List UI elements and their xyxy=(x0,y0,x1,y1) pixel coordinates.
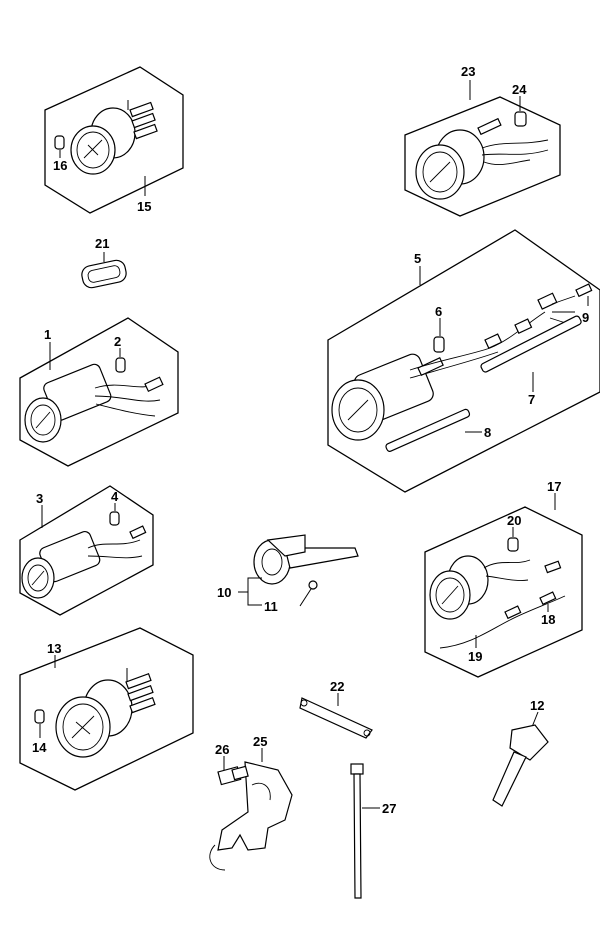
callout-2: 2 xyxy=(114,334,121,349)
strap-22 xyxy=(299,693,373,739)
bulb-4 xyxy=(109,511,120,526)
screw-11 xyxy=(308,580,318,590)
kit-23-gauge-group xyxy=(404,80,561,217)
gauge-15-needle xyxy=(83,139,103,159)
callout-23: 23 xyxy=(461,64,475,79)
callout-21: 21 xyxy=(95,236,109,251)
callout-6: 6 xyxy=(435,304,442,319)
callout-9: 9 xyxy=(582,310,589,325)
bracket-10-group xyxy=(238,534,359,607)
cable-tie-27 xyxy=(350,763,380,899)
kit-23-box xyxy=(404,96,561,217)
kit-13-box xyxy=(19,627,194,791)
callout-11: 11 xyxy=(264,599,278,614)
bulb-6 xyxy=(433,336,445,353)
gauge-3-wires xyxy=(87,539,143,559)
gauge-15-terminal-3 xyxy=(133,123,158,140)
callout-3: 3 xyxy=(36,491,43,506)
callout-12: 12 xyxy=(530,698,544,713)
callout-25: 25 xyxy=(253,734,267,749)
callout-26: 26 xyxy=(215,742,229,757)
kit-1-box xyxy=(19,317,179,467)
callout-20: 20 xyxy=(507,513,521,528)
kit-5-gauge-group xyxy=(327,229,600,493)
callout-14: 14 xyxy=(32,740,47,755)
kit-3-box xyxy=(19,485,154,616)
plug-9 xyxy=(575,283,593,298)
harness-19 xyxy=(439,595,566,649)
bracket-25 xyxy=(217,761,293,851)
bulb-14 xyxy=(34,709,45,724)
gauge-15-bezel xyxy=(76,131,110,169)
clip-8 xyxy=(385,408,471,452)
bulb-2 xyxy=(115,357,126,373)
bracket-10-arm xyxy=(284,547,359,569)
callout-10: 10 xyxy=(217,585,231,600)
callout-5: 5 xyxy=(414,251,421,266)
socket-1-plug xyxy=(144,376,164,393)
callout-7: 7 xyxy=(528,392,535,407)
gauge-23-wires xyxy=(481,139,549,165)
callout-19: 19 xyxy=(468,649,482,664)
tube-7 xyxy=(480,315,582,373)
bracket-25-group xyxy=(209,748,293,871)
callout-18: 18 xyxy=(541,612,555,627)
kit-1-gauge-group xyxy=(19,317,179,467)
bulb-20 xyxy=(507,537,519,552)
part-21-grommet xyxy=(81,252,127,289)
callout-27: 27 xyxy=(382,801,396,816)
kit-5-box xyxy=(327,229,600,493)
plug-18 xyxy=(539,591,557,606)
callout-15: 15 xyxy=(137,199,151,214)
callout-1: 1 xyxy=(44,327,51,342)
kit-3-gauge-group xyxy=(19,485,154,616)
leader-10-11 xyxy=(238,577,262,606)
callout-17: 17 xyxy=(547,479,561,494)
callout-13: 13 xyxy=(47,641,61,656)
gauge-15-terminal-1 xyxy=(129,101,154,118)
kit-17-gauge-group xyxy=(424,493,583,678)
gauge-17-wires xyxy=(483,559,531,581)
callout-16: 16 xyxy=(53,158,67,173)
bulb-16 xyxy=(54,135,65,150)
kit-13-gauge-group xyxy=(19,627,194,791)
kit-17-box xyxy=(424,506,583,678)
callout-22: 22 xyxy=(330,679,344,694)
callout-4: 4 xyxy=(111,489,119,504)
kit-15-gauge-group xyxy=(44,66,184,214)
kit-15-box xyxy=(44,66,184,214)
gauge-15-terminal-2 xyxy=(131,112,156,129)
lever-12 xyxy=(492,711,549,807)
callout-8: 8 xyxy=(484,425,491,440)
bulb-24 xyxy=(514,111,527,127)
callout-24: 24 xyxy=(512,82,527,97)
